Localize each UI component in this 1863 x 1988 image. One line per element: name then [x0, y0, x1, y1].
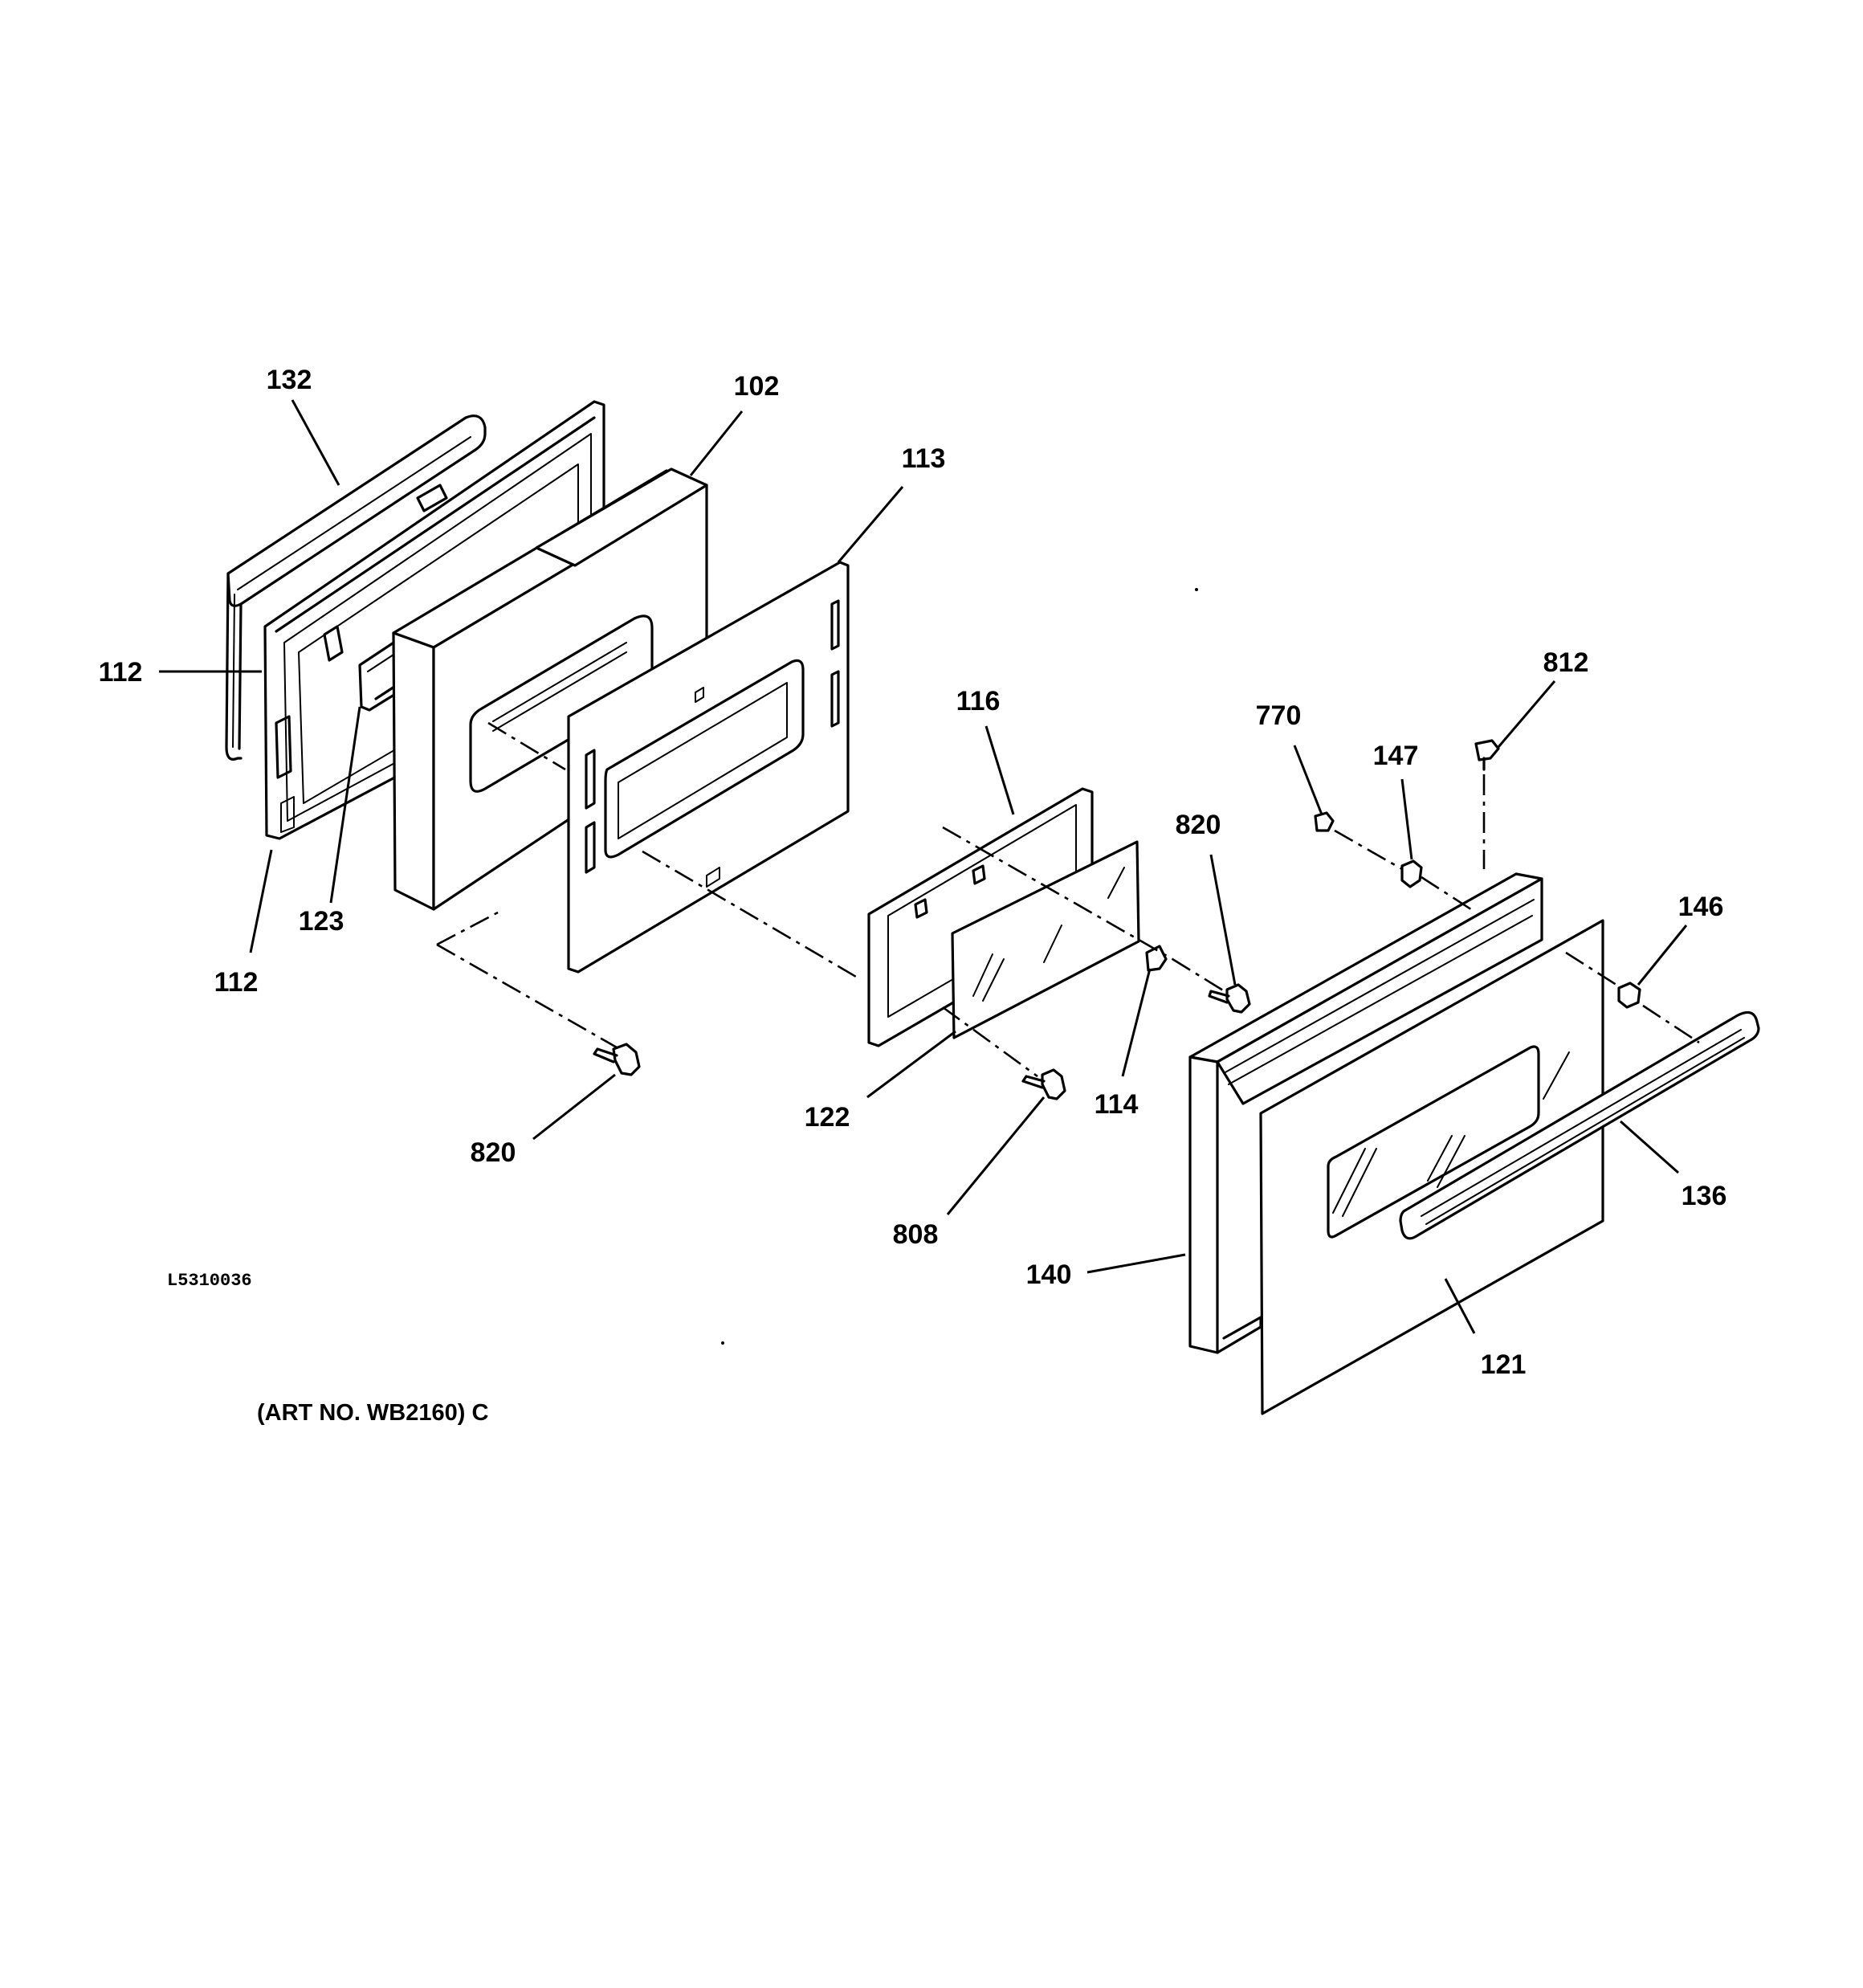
callout-132: 132 [267, 365, 312, 395]
leader-136 [1620, 1120, 1679, 1174]
callout-112-top: 112 [99, 657, 143, 688]
leader-121 [1444, 1278, 1476, 1334]
part-102-insulation [392, 467, 708, 911]
callout-136: 136 [1682, 1181, 1727, 1211]
callout-140: 140 [1026, 1259, 1072, 1290]
part-820-screw-left [593, 1043, 641, 1076]
leader-812 [1497, 680, 1556, 748]
scan-speck [1195, 588, 1198, 591]
leader-113 [837, 486, 904, 563]
leader-132 [291, 399, 340, 486]
callout-146: 146 [1678, 892, 1724, 922]
part-121-outer-glass [1259, 919, 1604, 1415]
leader-770 [1293, 745, 1323, 815]
callout-labels: 132 102 113 112 112 123 116 820 122 114 … [99, 365, 1727, 1380]
part-114-clip [1145, 945, 1168, 972]
callout-102: 102 [734, 371, 780, 402]
leader-114 [1121, 968, 1152, 1077]
art-number: (ART NO. WB2160) C [257, 1400, 488, 1426]
leader-lines [159, 399, 1688, 1334]
callout-147: 147 [1373, 741, 1419, 771]
part-113-door-panel [567, 561, 850, 974]
drawing-code: L5310036 [167, 1271, 252, 1291]
callout-770: 770 [1256, 700, 1302, 731]
part-808-screw [1021, 1068, 1066, 1100]
part-140-door-frame [1188, 872, 1543, 1354]
callout-112-bottom: 112 [214, 967, 259, 998]
callout-121: 121 [1481, 1349, 1527, 1380]
callout-812: 812 [1543, 647, 1589, 678]
callout-820-left: 820 [471, 1137, 516, 1168]
leader-147 [1400, 778, 1413, 860]
assembly-lines [436, 721, 1700, 1078]
callout-808: 808 [893, 1219, 939, 1250]
leader-123 [329, 706, 361, 904]
leader-122 [866, 1030, 956, 1099]
leader-112b [249, 849, 273, 953]
leader-820a [532, 1073, 616, 1141]
scan-speck [721, 1341, 724, 1345]
part-136-handle [1399, 1010, 1760, 1240]
part-812-screw [1474, 739, 1500, 771]
part-820-screw-right [1208, 983, 1251, 1014]
part-770-screw [1314, 811, 1335, 832]
leader-102 [689, 410, 744, 476]
callout-123: 123 [299, 906, 344, 937]
leader-146 [1637, 925, 1688, 986]
callout-820-right: 820 [1176, 810, 1221, 840]
part-146-bushing [1617, 982, 1641, 1009]
callout-113: 113 [902, 443, 946, 474]
callout-114: 114 [1095, 1089, 1139, 1120]
part-147-bushing [1400, 859, 1423, 888]
part-122-glass-panel [951, 840, 1140, 1039]
leader-140 [1086, 1253, 1186, 1274]
callout-116: 116 [956, 686, 1001, 716]
leader-820b [1209, 854, 1237, 986]
leader-116 [984, 725, 1015, 815]
leader-808 [946, 1096, 1046, 1215]
callout-122: 122 [805, 1102, 850, 1133]
